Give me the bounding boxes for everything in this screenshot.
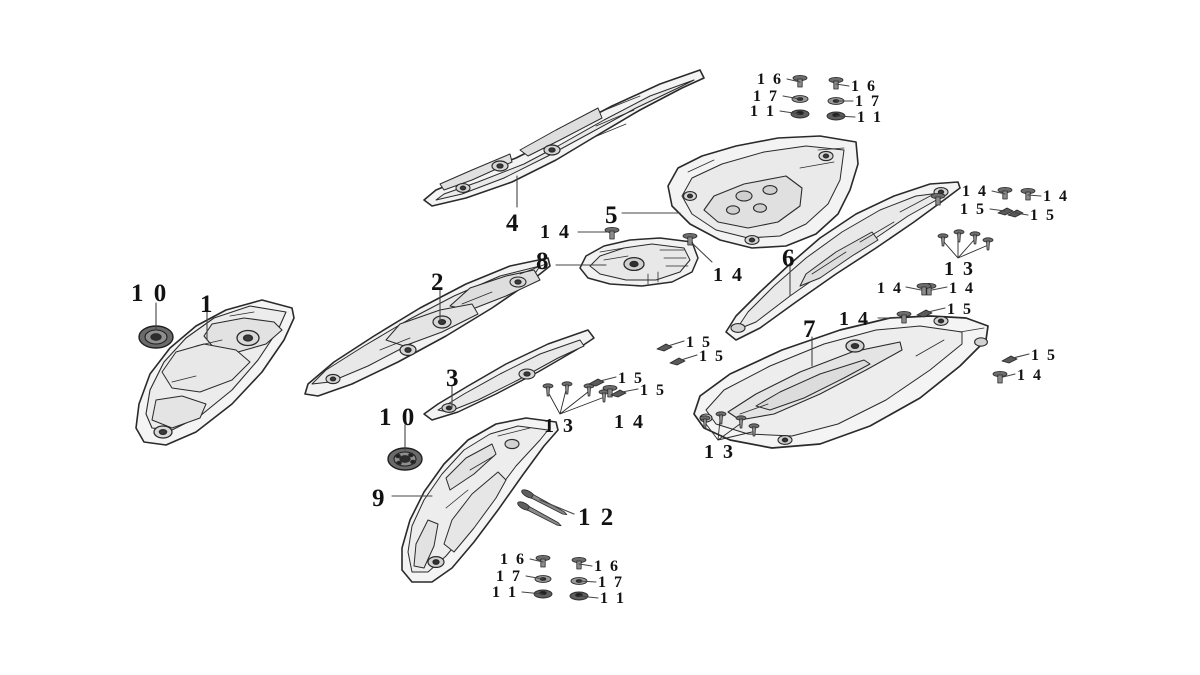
part-4-upper-rear-panel [423, 69, 705, 207]
fastener-label-fg-right-upper-rows_left-1: 1 5 [960, 201, 986, 218]
leader-c-14-f [931, 286, 948, 291]
leader-c-15-d [621, 388, 639, 393]
fastener-leader-fg-top-rows_right-2 [835, 115, 856, 118]
part-8-undertail-tray [579, 237, 699, 287]
callout-c-14-d: 1 4 [614, 411, 645, 433]
leader-lines [155, 175, 1030, 515]
callout-c-7: 7 [803, 316, 818, 343]
callout-c-3: 3 [446, 365, 461, 392]
callout-c-15-c: 1 5 [618, 370, 644, 387]
fastener-glyph-fg-top-bolt-0 [828, 76, 844, 90]
fastener-leader-fg-bottom-rows_left-1 [525, 575, 544, 580]
fastener-label-fg-right-upper-rows_right-0: 1 4 [1043, 188, 1069, 205]
fastener-clip-15-d [610, 389, 627, 398]
fastener-leader-fg-top-rows_left-1 [782, 95, 801, 100]
part-10-grommet-right [387, 447, 423, 471]
part-3-inner-frame-cover-right [423, 329, 595, 421]
callout-c-1: 1 [200, 291, 215, 318]
fastener-label-fg-top-rows_left-2: 1 1 [750, 103, 776, 120]
fastener-label-fg-top-rows_left-1: 1 7 [753, 88, 779, 105]
callout-c-13-a: 1 3 [544, 415, 575, 437]
callout-c-14-f: 1 4 [949, 280, 975, 297]
callout-c-15-e: 1 5 [1031, 347, 1057, 364]
fastener-label-fg-right-upper-rows_right-1: 1 5 [1030, 207, 1056, 224]
fastener-label-fg-bottom-rows_right-1: 1 7 [598, 574, 624, 591]
fastener-label-fg-bottom-rows_right-2: 1 1 [600, 590, 626, 607]
part-13-screw-fan-c [937, 229, 994, 259]
fastener-leader-fg-right-upper-rows_right-0 [1027, 194, 1042, 197]
part-13-screw-fan-b [699, 411, 760, 441]
leader-c-15-e [1012, 353, 1030, 359]
fastener-label-fg-bottom-rows_left-1: 1 7 [496, 568, 522, 585]
fastener-leader-fg-right-upper-rows_left-0 [991, 190, 1006, 195]
fastener-leader-fg-bottom-rows_right-2 [578, 595, 599, 599]
callout-c-15-d: 1 5 [640, 382, 666, 399]
fastener-leader-fg-bottom-rows_left-2 [521, 591, 544, 595]
part-1-left-side-cover [135, 299, 295, 446]
leader-c-15-c [599, 376, 617, 382]
callout-c-12: 1 2 [578, 504, 616, 531]
callout-c-15-a: 1 5 [686, 334, 712, 351]
fastener-bolt-14-e [992, 370, 1008, 384]
callout-c-5: 5 [605, 202, 620, 229]
callout-c-6: 6 [782, 245, 797, 272]
fastener-leader-fg-bottom-rows_right-0 [578, 563, 593, 567]
callout-c-14-g: 1 4 [877, 280, 903, 297]
fastener-label-fg-bottom-rows_left-2: 1 1 [492, 584, 518, 601]
leader-c-15-a [667, 340, 685, 347]
fastener-label-fg-top-rows_left-0: 1 6 [757, 71, 783, 88]
callout-c-2: 2 [431, 269, 446, 296]
fastener-label-fg-top-rows_right-0: 1 6 [851, 78, 877, 95]
fastener-leader-fg-top-rows_left-0 [786, 78, 801, 83]
part-6-rear-grab-rail-cover [725, 181, 961, 341]
leader-c-14-g [905, 286, 922, 291]
fastener-group-glyphs [521, 74, 1042, 601]
fastener-label-fg-bottom-rows_right-0: 1 6 [594, 558, 620, 575]
part-5-rear-fender-tail [667, 135, 859, 249]
fastener-leader-fg-right-upper-rows_left-1 [989, 208, 1006, 212]
callout-c-13-c: 1 3 [944, 258, 975, 280]
callout-c-10-left: 1 0 [131, 280, 169, 307]
leader-c-15-f [927, 307, 946, 313]
fastener-glyph-fg-bottom-bolt-0 [571, 556, 587, 570]
fastener-bolt-14-a [604, 226, 620, 240]
fastener-label-fg-top-rows_right-1: 1 7 [855, 93, 881, 110]
fastener-label-fg-top-rows_right-2: 1 1 [857, 109, 883, 126]
callout-c-14-e: 1 4 [1017, 367, 1043, 384]
fastener-leader-fg-top-rows_right-0 [835, 83, 850, 87]
callout-c-15-f: 1 5 [947, 301, 973, 318]
leader-c-14-b [691, 242, 713, 263]
leader-c-15-b [680, 354, 698, 361]
part-7-right-side-cover [693, 315, 989, 449]
fastener-leader-fg-bottom-rows_right-1 [578, 580, 597, 583]
callout-c-15-b: 1 5 [699, 348, 725, 365]
fastener-label-fg-bottom-rows_left-0: 1 6 [500, 551, 526, 568]
callout-c-14-b: 1 4 [713, 264, 744, 286]
leader-c-12 [539, 499, 575, 515]
fastener-leader-fg-top-rows_left-2 [779, 110, 801, 115]
part-13-screw-fan-a [542, 381, 610, 415]
part-2-inner-frame-cover-left [304, 257, 551, 397]
callout-c-8: 8 [536, 248, 551, 275]
fastener-leader-fg-bottom-rows_left-0 [529, 558, 544, 563]
callout-c-10-right: 1 0 [379, 404, 417, 431]
callout-c-13-b: 1 3 [704, 441, 735, 463]
callout-c-14-c: 1 4 [839, 308, 870, 330]
callout-c-4: 4 [506, 210, 521, 237]
fastener-glyph-fg-right-upper-bolt-0 [1020, 187, 1036, 201]
part-9-lower-side-cover [401, 417, 559, 583]
callout-c-9: 9 [372, 485, 387, 512]
fastener-label-fg-right-upper-rows_left-0: 1 4 [962, 183, 988, 200]
fastener-leader-fg-right-upper-rows_right-1 [1014, 212, 1029, 216]
callout-c-14-a: 1 4 [540, 221, 571, 243]
leader-c-14-e [1002, 373, 1016, 378]
